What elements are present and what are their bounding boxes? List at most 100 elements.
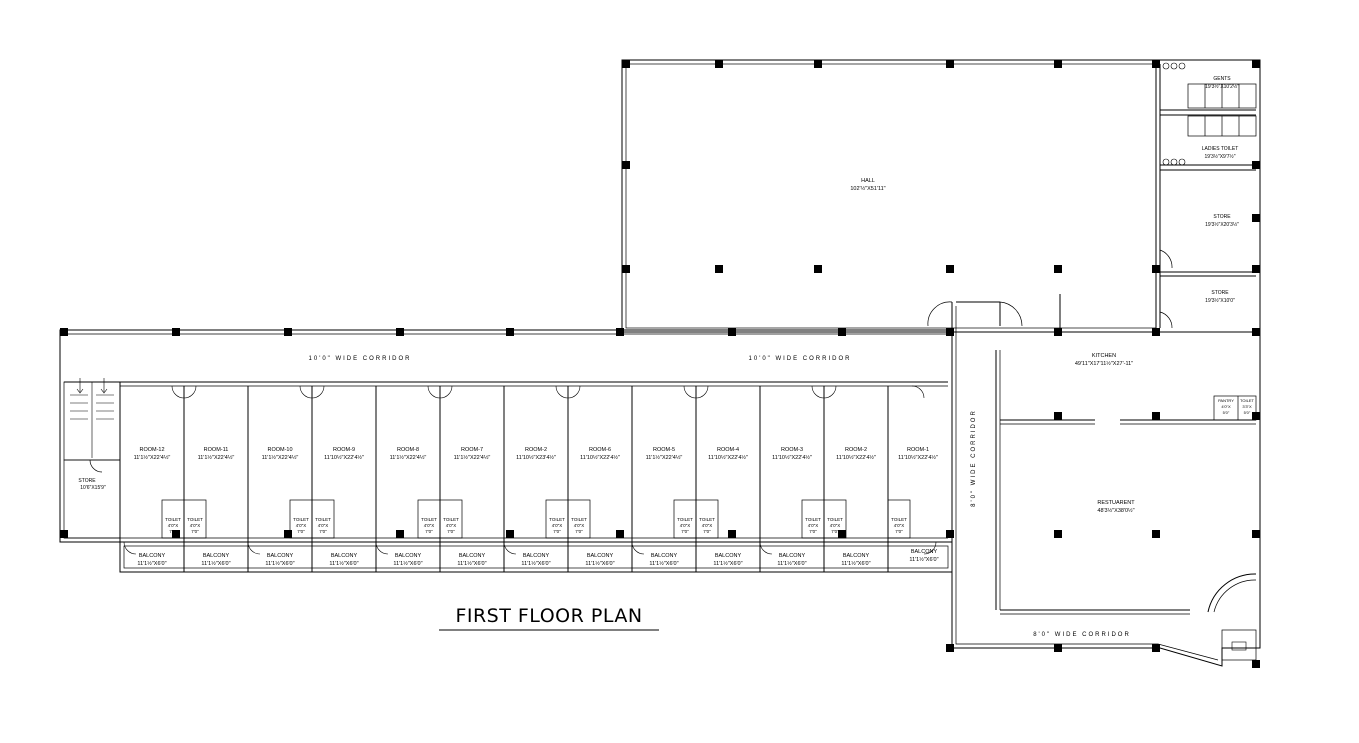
balcony-label: BALCONY [587,553,614,559]
pantry-toilet-size: 5'0" [1244,410,1251,415]
store-label: STORE [1213,214,1231,220]
toilet-label: TOILET [421,517,437,522]
pantry-toilet-size: 3'3"X [1242,404,1252,409]
gents-label: GENTS [1213,76,1231,82]
toilet-size: 7'0" [425,529,433,534]
room-label: ROOM-1 [907,447,929,453]
ladies-toilet-size: 19'3½"X9'7½" [1204,153,1235,160]
toilet-size: 4'0"X [830,523,840,528]
toilet-size: 4'0"X [424,523,434,528]
room-label: ROOM-10 [267,447,292,453]
balcony-label: BALCONY [843,553,870,559]
pantry-size: 4'0"X [1221,404,1231,409]
toilet-size: 7'0" [681,529,689,534]
balcony-size: 11'1½"X6'0" [201,560,230,567]
kitchen-size: 49'11"X17'11½"X27'-11" [1075,360,1133,367]
toilet-size: 4'0"X [808,523,818,528]
balcony-size: 11'1½"X6'0" [649,560,678,567]
store-size: 10'6"X15'9" [80,485,106,491]
toilet-size: 7'0" [169,529,177,534]
balcony-label: BALCONY [267,553,294,559]
toilet-size: 7'0" [297,529,305,534]
restaurant-size: 48'3½"X38'0½" [1097,507,1134,514]
balcony-size: 11'1½"X6'0" [393,560,422,567]
toilet-size: 7'0" [575,529,583,534]
toilet-label: TOILET [443,517,459,522]
balcony-label: BALCONY [203,553,230,559]
balcony-label: BALCONY [395,553,422,559]
toilet-size: 4'0"X [574,523,584,528]
balcony-label: BALCONY [139,553,166,559]
balcony-size: 11'1½"X6'0" [777,560,806,567]
room-label: ROOM-2 [845,447,867,453]
room-label: ROOM-6 [589,447,611,453]
room-size: 11'10½"X22'4½" [580,454,620,461]
room-size: 11'1½"X22'4½" [198,454,235,461]
vertical-corridor-label: 8'0" WIDE CORRIDOR [971,409,977,507]
hall-outline [621,59,1261,333]
balcony-size: 11'1½"X6'0" [713,560,742,567]
room-size: 11'10½"X22'4½" [324,454,364,461]
room-size: 11'10½"X22'4½" [708,454,748,461]
room-size: 11'1½"X22'4½" [646,454,683,461]
corridor-label: 10'0" WIDE CORRIDOR [309,356,412,362]
balcony-size: 11'1½"X6'0" [137,560,166,567]
room-label: ROOM-11 [204,447,229,453]
store-size: 19'3½"X10'0" [1205,297,1235,304]
toilet-size: 4'0"X [296,523,306,528]
balcony-label: BALCONY [459,553,486,559]
room-label: ROOM-4 [717,447,739,453]
balcony-label: BALCONY [911,549,938,555]
kitchen-label: KITCHEN [1092,353,1116,359]
structural-columns [60,60,1260,668]
toilet-size: 4'0"X [552,523,562,528]
room-label: ROOM-8 [397,447,419,453]
room-size: 11'1½"X22'4½" [454,454,491,461]
toilet-size: 7'0" [553,529,561,534]
toilet-label: TOILET [315,517,331,522]
store-label: STORE [1211,290,1229,296]
room-size: 11'1½"X22'4½" [134,454,171,461]
toilet-label: TOILET [549,517,565,522]
pantry-size: 5'0" [1223,410,1230,415]
toilet-size: 7'0" [809,529,817,534]
balcony-label: BALCONY [523,553,550,559]
room-size: 11'10½"X22'4½" [898,454,938,461]
balcony-size: 11'1½"X6'0" [841,560,870,567]
toilet-size: 7'0" [831,529,839,534]
balcony-size: 11'1½"X6'0" [329,560,358,567]
pantry-label: PANTRY [1218,398,1234,403]
store-size: 19'3½"X20'3½" [1205,221,1239,228]
hall-inner [625,63,1157,329]
room-size: 11'10½"X23'4½" [516,454,556,461]
toilet-label: TOILET [293,517,309,522]
balcony-size: 11'1½"X6'0" [585,560,614,567]
corridor-label: 10'0" WIDE CORRIDOR [749,356,852,362]
ladies-toilet-label: LADIES TOILET [1202,146,1239,152]
toilet-size: 7'0" [319,529,327,534]
toilet-size: 4'0"X [168,523,178,528]
room-size: 11'10½"X22'4½" [836,454,876,461]
balcony-label: BALCONY [651,553,678,559]
room-labels: ROOM-12 11'1½"X22'4½" ROOM-11 11'1½"X22'… [78,76,1254,638]
balcony-size: 11'1½"X6'0" [521,560,550,567]
hall-size: 102'½"X51'11" [850,185,885,192]
toilet-label: TOILET [891,517,907,522]
pantry-toilet-label: TOILET [1240,398,1254,403]
room-label: ROOM-3 [781,447,803,453]
toilet-label: TOILET [571,517,587,522]
toilet-size: 4'0"X [318,523,328,528]
toilet-size: 7'0" [895,529,903,534]
room-label: ROOM-9 [333,447,355,453]
balcony-label: BALCONY [331,553,358,559]
hall-label: HALL [861,178,875,184]
balcony-size: 11'1½"X6'0" [457,560,486,567]
toilet-size: 7'0" [703,529,711,534]
balcony-size: 11'1½"X6'0" [909,556,938,563]
room-label: ROOM-5 [653,447,675,453]
room-size: 11'1½"X22'4½" [262,454,299,461]
balcony-size: 11'1½"X6'0" [265,560,294,567]
toilet-label: TOILET [699,517,715,522]
room-label: ROOM-7 [461,447,483,453]
toilet-size: 4'0"X [680,523,690,528]
